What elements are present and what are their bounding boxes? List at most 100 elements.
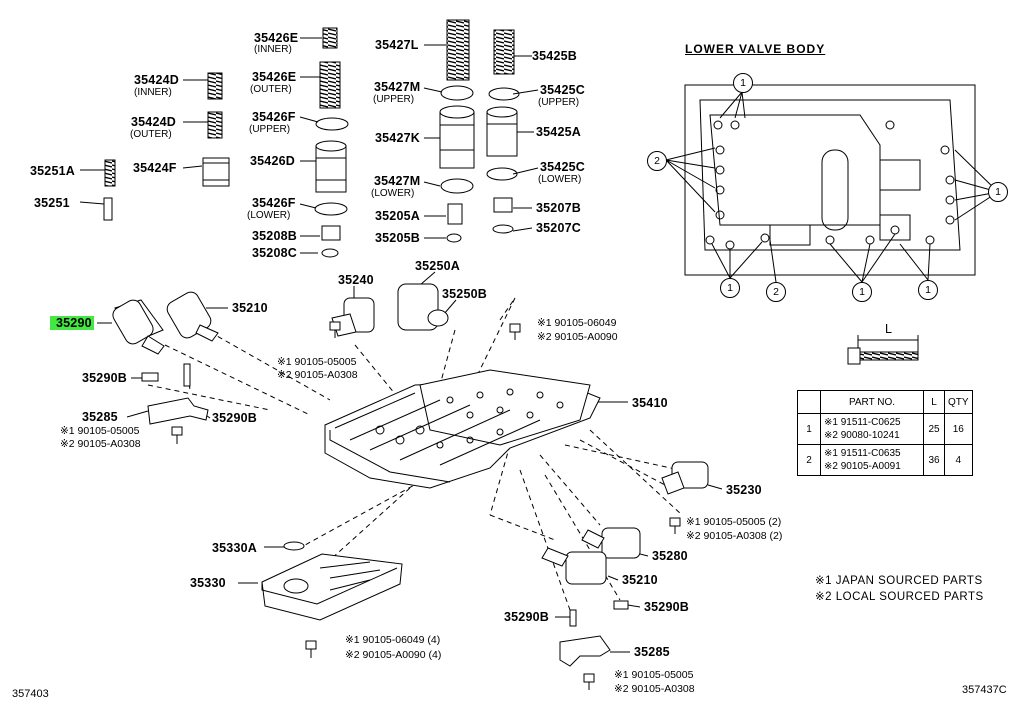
fastener-note: ※1 90105-05005 (2) [686,516,782,528]
part-label[interactable]: 35425A [536,125,581,139]
bolts [171,321,681,690]
strainer-35330 [261,553,403,621]
springs [104,19,515,187]
solenoid-35230 [661,461,709,495]
part-label[interactable]: 35207C [536,221,581,235]
part-label[interactable]: 35290B [644,600,689,614]
length-cell: 25 [923,413,945,445]
part-label[interactable]: 35207B [536,201,581,215]
part-label-highlighted[interactable]: 35290 [50,316,94,330]
part-label[interactable]: 35208B [252,229,297,243]
part-label[interactable]: 35251A [30,164,75,178]
part-label[interactable]: 35251 [34,196,70,210]
callout-2: 2 [647,151,667,171]
part-label[interactable]: 35426E [252,70,297,84]
section-title: LOWER VALVE BODY [685,42,826,56]
fastener-note: ※2 90105-A0308 [614,683,695,695]
solenoid-35210-bottom [541,547,607,585]
part-label[interactable]: 35285 [82,410,118,424]
bolt-length-label: L [885,322,893,336]
part-sublabel: (LOWER) [538,174,582,185]
bolt-dimension-drawing [847,335,919,365]
part-label[interactable]: 35426D [250,154,295,168]
callout-1: 1 [918,280,938,300]
part-number-cell[interactable]: ※1 91511-C0635 ※2 90105-A0091 [820,444,924,476]
legend-japan: ※1 JAPAN SOURCED PARTS [815,575,983,587]
part-label[interactable]: 35427K [375,131,420,145]
part-label[interactable]: 35210 [622,573,658,587]
header-cell: QTY [944,390,973,414]
part-label[interactable]: 35426F [252,110,296,124]
part-label[interactable]: 35424F [133,161,177,175]
part-label[interactable]: 35290B [504,610,549,624]
valve-body-35410 [324,369,601,489]
part-label[interactable]: 35230 [726,483,762,497]
part-label[interactable]: 35205A [375,209,420,223]
part-label[interactable]: 35425C [540,160,585,174]
diagram-id-right: 357437C [962,684,1007,696]
leader-lines [79,37,723,653]
part-number: ※2 90080-10241 [824,430,900,441]
legend-local: ※2 LOCAL SOURCED PARTS [815,591,984,603]
header-cell: L [923,390,945,414]
part-sublabel: (INNER) [254,44,292,55]
part-label[interactable]: 35425B [532,49,577,63]
rings-and-plugs [103,85,520,551]
table-header-row: PART NO. L QTY [797,390,973,414]
part-label[interactable]: 35285 [634,645,670,659]
fastener-note: ※1 90105-05005 [60,425,140,437]
part-sublabel: (OUTER) [250,84,292,95]
length-cell: 36 [923,444,945,476]
part-label[interactable]: 35426E [254,31,299,45]
part-label[interactable]: 35210 [232,301,268,315]
part-label[interactable]: 35250A [415,259,460,273]
fastener-note: ※1 90105-05005 [277,356,357,368]
part-label[interactable]: 35240 [338,273,374,287]
part-label[interactable]: 35280 [652,549,688,563]
qty-cell: 4 [944,444,973,476]
part-sublabel: (LOWER) [371,188,415,199]
part-number: ※1 91511-C0635 [824,448,901,459]
part-label[interactable]: 35427M [374,174,421,188]
part-sublabel: (INNER) [134,87,172,98]
row-number: 1 [797,413,821,445]
solenoid-35280 [581,527,641,559]
part-label[interactable]: 35424D [134,73,179,87]
fastener-note: ※2 90105-A0090 [537,331,618,343]
part-number-cell[interactable]: ※1 91511-C0625 ※2 90080-10241 [820,413,924,445]
fastener-note: ※2 90105-A0308 [277,369,358,381]
part-label[interactable]: 35424D [131,115,176,129]
part-label[interactable]: 35208C [252,246,297,260]
lower-valve-body-inset [665,84,999,283]
part-label[interactable]: 35205B [375,231,420,245]
part-label[interactable]: 35250B [442,287,487,301]
part-label[interactable]: 35410 [632,396,668,410]
part-sublabel: (LOWER) [247,210,291,221]
callout-2: 2 [766,282,786,302]
pins-and-brackets [141,363,629,667]
part-label[interactable]: 35290B [212,411,257,425]
part-sublabel: (OUTER) [130,129,172,140]
fastener-note: ※1 90105-05005 [614,669,694,681]
header-cell: PART NO. [820,390,924,414]
part-label[interactable]: 35426F [252,196,296,210]
callout-1: 1 [720,278,740,298]
fastener-note: ※2 90105-A0090 (4) [345,649,442,661]
callout-1: 1 [852,282,872,302]
part-label[interactable]: 35427L [375,38,419,52]
part-sublabel: (UPPER) [373,94,415,105]
row-number: 2 [797,444,821,476]
fastener-note: ※2 90105-A0308 [60,438,141,450]
part-label[interactable]: 35330 [190,576,226,590]
header-cell [797,390,821,414]
part-number: ※2 90105-A0091 [824,461,901,472]
part-label[interactable]: 35290B [82,371,127,385]
callout-1: 1 [988,182,1008,202]
part-label[interactable]: 35427M [374,80,421,94]
qty-cell: 16 [944,413,973,445]
part-label[interactable]: 35425C [540,83,585,97]
part-label[interactable]: 35330A [212,541,257,555]
part-sublabel: (UPPER) [538,97,580,108]
solenoid-35250A [397,283,449,331]
